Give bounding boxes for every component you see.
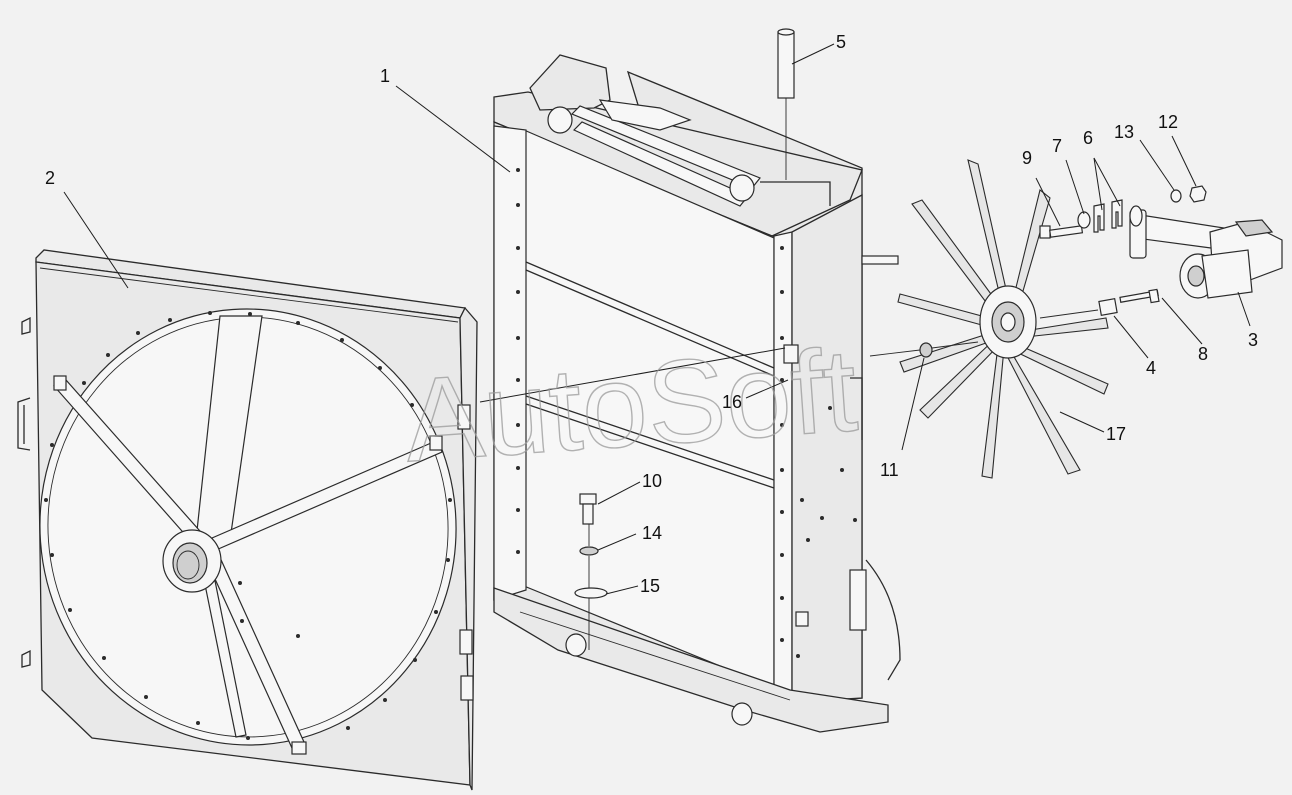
callout-labels: 1 2 3 4 5 6 7 8 9 10 11 12 13 14 15 16 1… <box>45 32 1258 596</box>
pin-part-5 <box>777 28 795 180</box>
nut-part-11 <box>869 341 979 358</box>
callout-12: 12 <box>1158 112 1178 132</box>
bolt-washers-10-14-15 <box>574 493 608 650</box>
callout-9: 9 <box>1022 148 1032 168</box>
callout-8: 8 <box>1198 344 1208 364</box>
leader-lines <box>63 43 1251 595</box>
fan-impeller <box>897 159 1109 479</box>
callout-7: 7 <box>1052 136 1062 156</box>
callout-6: 6 <box>1083 128 1093 148</box>
radiator-frame <box>493 54 901 733</box>
callout-1: 1 <box>380 66 390 86</box>
callout-17: 17 <box>1106 424 1126 444</box>
callout-11: 11 <box>880 460 899 480</box>
callout-14: 14 <box>642 523 662 543</box>
callout-16: 16 <box>722 392 742 412</box>
small-hardware <box>1039 185 1207 319</box>
callout-5: 5 <box>836 32 846 52</box>
watermark-text: AutoSoft <box>400 324 861 487</box>
callout-4: 4 <box>1146 358 1156 378</box>
callout-3: 3 <box>1248 330 1258 350</box>
callout-2: 2 <box>45 168 55 188</box>
fan-shroud <box>17 249 478 791</box>
callout-15: 15 <box>640 576 660 596</box>
callout-10: 10 <box>642 471 662 491</box>
callout-13: 13 <box>1114 122 1134 142</box>
drive-gearbox-part-3 <box>1129 205 1283 299</box>
